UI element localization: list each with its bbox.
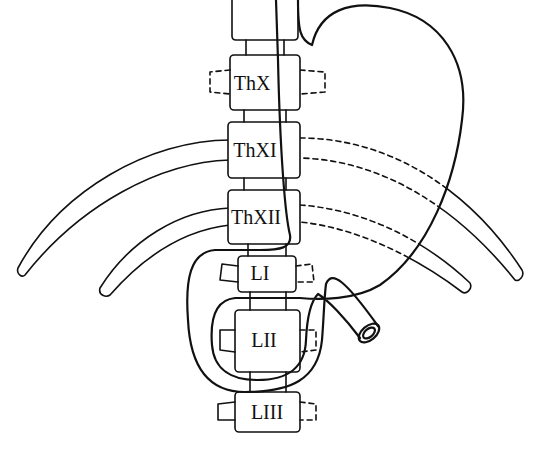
stomach-outline	[187, 0, 463, 392]
rib	[300, 138, 523, 293]
vertebral-process	[218, 40, 286, 420]
vertebra	[228, 0, 300, 432]
vertebral-process-hidden	[210, 70, 316, 420]
vertebra-label: ThX	[233, 72, 272, 94]
vertebra-label: ThXII	[230, 206, 282, 228]
vertebra-label: ThXI	[232, 139, 277, 161]
rib-hidden	[300, 70, 523, 293]
vertebra-label: LIII	[250, 401, 284, 423]
rib	[18, 140, 230, 296]
vertebra-label: LI	[250, 262, 271, 284]
vertebra-label: LII	[250, 329, 278, 351]
